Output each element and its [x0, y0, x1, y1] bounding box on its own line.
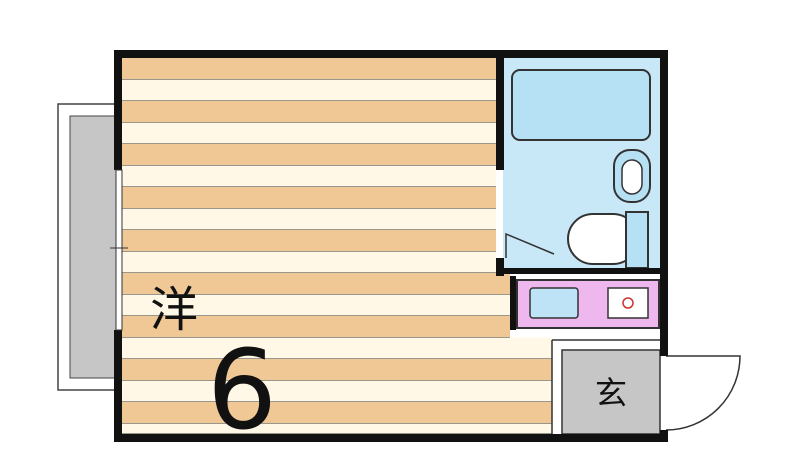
floor-stripe	[122, 144, 496, 166]
floor-stripe	[122, 122, 496, 144]
floor-stripe	[122, 58, 496, 80]
floor-stripe	[122, 316, 510, 338]
front-door-swing[interactable]	[665, 355, 741, 431]
stove-icon	[607, 287, 649, 319]
floor-stripe	[122, 337, 552, 359]
walls	[114, 50, 668, 442]
floor-stripe	[122, 273, 510, 295]
entrance: 玄	[551, 339, 741, 435]
floor-stripe	[122, 402, 552, 424]
floor-stripe	[122, 359, 552, 381]
balcony	[57, 103, 121, 391]
floor-stripe	[122, 251, 496, 273]
floor-stripe	[122, 208, 496, 230]
floor-wood-stripes	[122, 58, 552, 435]
floor-stripe	[122, 101, 496, 123]
floor-stripe	[122, 187, 496, 209]
floor-stripe	[122, 165, 496, 187]
room-size-label: 6	[207, 326, 277, 450]
bath-door-swing	[505, 232, 555, 258]
floor-stripe	[122, 230, 496, 252]
entrance-label: 玄	[595, 374, 627, 412]
floor-stripe	[122, 423, 552, 434]
toilet-icon	[567, 211, 649, 269]
room-type-label: 洋	[150, 282, 198, 338]
floor-stripe	[122, 79, 496, 101]
floor-stripe	[122, 294, 510, 316]
floor-stripe	[122, 380, 552, 402]
bathtub-icon	[511, 69, 651, 141]
kitchen	[516, 279, 660, 329]
sink-icon	[529, 287, 579, 319]
bathroom	[503, 58, 661, 269]
balcony-window[interactable]	[110, 169, 128, 331]
